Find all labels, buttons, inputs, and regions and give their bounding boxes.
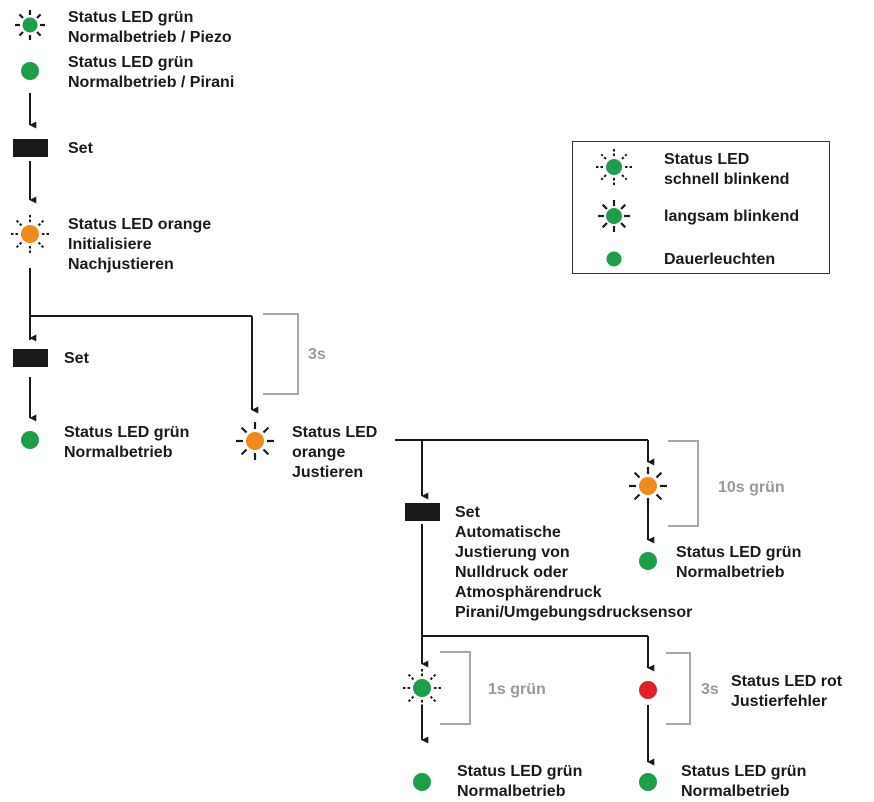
justieren-label-3: Justieren xyxy=(292,464,364,481)
set3-label-4: Nulldruck oder xyxy=(455,564,568,581)
set3-label-2: Automatische xyxy=(455,524,561,541)
set-button-icon xyxy=(13,349,48,367)
set-label: Set xyxy=(455,504,480,521)
normal3-label-1: Status LED grün xyxy=(457,763,583,780)
timing-bracket xyxy=(440,651,471,725)
pirani-label-1: Status LED grün xyxy=(68,54,194,71)
set-label: Set xyxy=(64,350,89,367)
led-steady-icon xyxy=(21,431,39,449)
legend-fast-label-1: Status LED xyxy=(664,151,750,168)
init-label-1: Status LED orange xyxy=(68,216,212,233)
normal2-label-1: Status LED grün xyxy=(676,544,802,561)
timing-bracket xyxy=(263,313,299,395)
legend-slow-blink-icon xyxy=(598,200,630,232)
set3-label-3: Justierung von xyxy=(455,544,570,561)
normal4-label-1: Status LED grün xyxy=(681,763,807,780)
led-slow-blink-icon xyxy=(15,10,45,40)
legend-steady-label: Dauerleuchten xyxy=(664,251,776,268)
justieren-label-1: Status LED xyxy=(292,424,378,441)
legend-steady-icon xyxy=(606,251,622,267)
timing-bracket xyxy=(666,652,691,725)
set-button-icon xyxy=(405,503,440,521)
normal3-label-2: Normalbetrieb xyxy=(457,783,566,800)
led-steady-icon xyxy=(413,773,431,791)
justieren-label-2: orange xyxy=(292,444,346,461)
init-label-2: Initialisiere xyxy=(68,236,152,253)
normal4-label-2: Normalbetrieb xyxy=(681,783,790,800)
pirani-label-2: Normalbetrieb / Pirani xyxy=(68,74,235,91)
delay-3s-error-label: 3s xyxy=(701,681,719,698)
normal1-label-2: Normalbetrieb xyxy=(64,444,173,461)
set3-label-5: Atmosphärendruck xyxy=(455,584,602,601)
timing-bracket xyxy=(668,440,699,527)
set-label: Set xyxy=(68,140,93,157)
error-label-1: Status LED rot xyxy=(731,673,843,690)
legend-fast-blink-icon xyxy=(596,149,632,185)
normal2-label-2: Normalbetrieb xyxy=(676,564,785,581)
piezo-label-1: Status LED grün xyxy=(68,9,194,26)
led-steady-red-icon xyxy=(639,681,657,699)
led-steady-icon xyxy=(639,552,657,570)
set3-label-6: Pirani/Umgebungsdrucksensor xyxy=(455,604,693,621)
init-label-3: Nachjustieren xyxy=(68,256,174,273)
delay-3s-label: 3s xyxy=(308,346,326,363)
legend-box xyxy=(572,141,830,274)
led-slow-blink-icon xyxy=(236,422,274,460)
delay-1s-label: 1s grün xyxy=(488,681,546,698)
error-label-2: Justierfehler xyxy=(731,693,828,710)
legend-slow-label: langsam blinkend xyxy=(664,208,800,225)
led-fast-blink-icon xyxy=(10,214,50,254)
delay-10s-label: 10s grün xyxy=(718,479,785,496)
led-slow-blink-icon xyxy=(629,467,667,505)
legend-fast-label-2: schnell blinkend xyxy=(664,171,790,188)
piezo-label-2: Normalbetrieb / Piezo xyxy=(68,29,232,46)
led-fast-blink-icon xyxy=(402,668,442,708)
normal1-label-1: Status LED grün xyxy=(64,424,190,441)
led-steady-icon xyxy=(21,62,39,80)
set-button-icon xyxy=(13,139,48,157)
led-steady-icon xyxy=(639,773,657,791)
